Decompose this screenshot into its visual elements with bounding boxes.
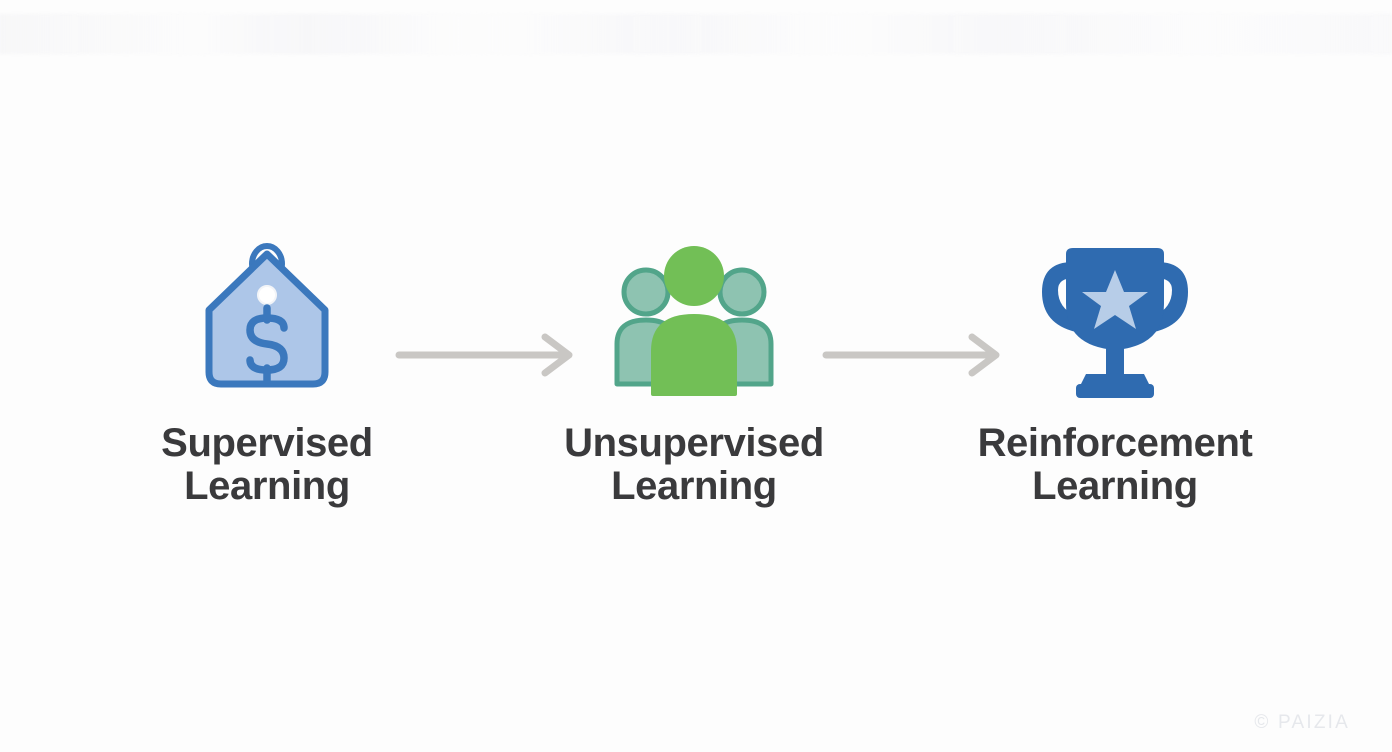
stage-supervised[interactable]: Supervised Learning xyxy=(117,232,417,508)
stage-unsupervised[interactable]: Unsupervised Learning xyxy=(544,232,844,508)
arrow-right-icon xyxy=(395,333,573,377)
star-icon xyxy=(1082,270,1148,329)
supervised-icon-wrap xyxy=(177,232,357,400)
stage-label-unsupervised: Unsupervised Learning xyxy=(564,421,824,509)
trophy-star-icon xyxy=(1042,248,1188,398)
person-center-icon xyxy=(651,246,737,396)
watermark: © PAIZIA xyxy=(1254,712,1350,733)
connector-arrow-2 xyxy=(822,333,1012,377)
unsupervised-icon-wrap xyxy=(604,232,784,400)
connector-arrow-1 xyxy=(395,333,585,377)
stage-reinforcement[interactable]: Reinforcement Learning xyxy=(965,232,1265,508)
arrow-right-icon xyxy=(822,333,1000,377)
people-group-icon xyxy=(614,246,774,396)
reinforcement-icon-wrap xyxy=(1025,232,1205,400)
stage-label-reinforcement: Reinforcement Learning xyxy=(977,421,1253,509)
price-tag-dollar-icon xyxy=(205,243,329,388)
stage-label-supervised: Supervised Learning xyxy=(161,421,373,509)
